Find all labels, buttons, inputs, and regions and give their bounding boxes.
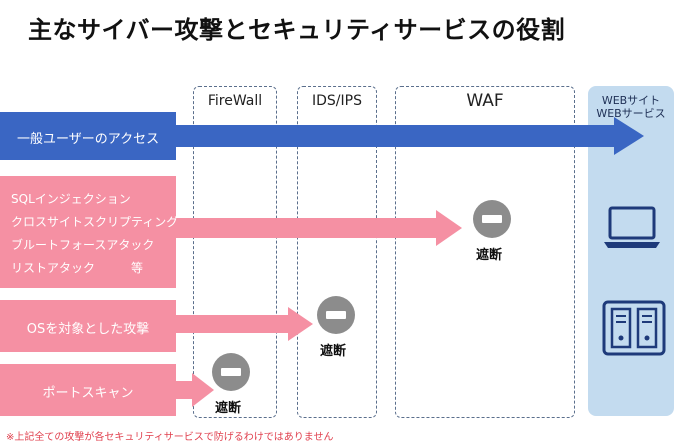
block-label-waf: 遮断 [476, 248, 503, 263]
os-attack-arrow [176, 307, 313, 341]
ids-ips-layer [297, 86, 377, 418]
waf-layer [395, 86, 575, 418]
server-icon [602, 300, 666, 356]
block-label-ids-ips: 遮断 [320, 344, 347, 359]
web-attacks-box: SQLインジェクション クロスサイトスクリプティング ブルートフォースアタック … [0, 176, 179, 288]
server-label-line1: WEBサイト [601, 94, 661, 107]
block-label-firewall: 遮断 [215, 401, 242, 416]
page-title: 主なサイバー攻撃とセキュリティサービスの役割 [28, 16, 566, 44]
footnote: ※上記全ての攻撃が各セキュリティサービスで防げるわけではありません [6, 432, 334, 443]
normal-access-label: 一般ユーザーのアクセス [17, 132, 160, 147]
block-icon-firewall [212, 353, 250, 391]
web-attack-item: SQLインジェクション [11, 192, 131, 206]
laptop-icon [604, 206, 660, 248]
port-scan-arrow [176, 373, 214, 407]
os-attack-label: OSを対象とした攻撃 [26, 322, 150, 337]
block-icon-waf [473, 200, 511, 238]
web-attack-arrow [176, 210, 462, 246]
firewall-layer [193, 86, 277, 418]
waf-label: WAF [466, 91, 504, 111]
block-icon-ids-ips [317, 296, 355, 334]
normal-access-box: 一般ユーザーのアクセス [0, 112, 176, 160]
port-scan-label: ポートスキャン [42, 386, 134, 401]
normal-access-arrow [176, 117, 644, 155]
web-attack-item: クロスサイトスクリプティング [11, 215, 179, 229]
port-scan-box: ポートスキャン [0, 364, 176, 416]
firewall-label: FireWall [207, 93, 263, 109]
ids-ips-label: IDS/IPS [312, 93, 362, 109]
server-label-line2: WEBサービス [596, 107, 666, 120]
web-attack-item: リストアタック 等 [11, 261, 144, 275]
os-attack-box: OSを対象とした攻撃 [0, 300, 176, 352]
web-attack-item: ブルートフォースアタック [11, 238, 155, 252]
